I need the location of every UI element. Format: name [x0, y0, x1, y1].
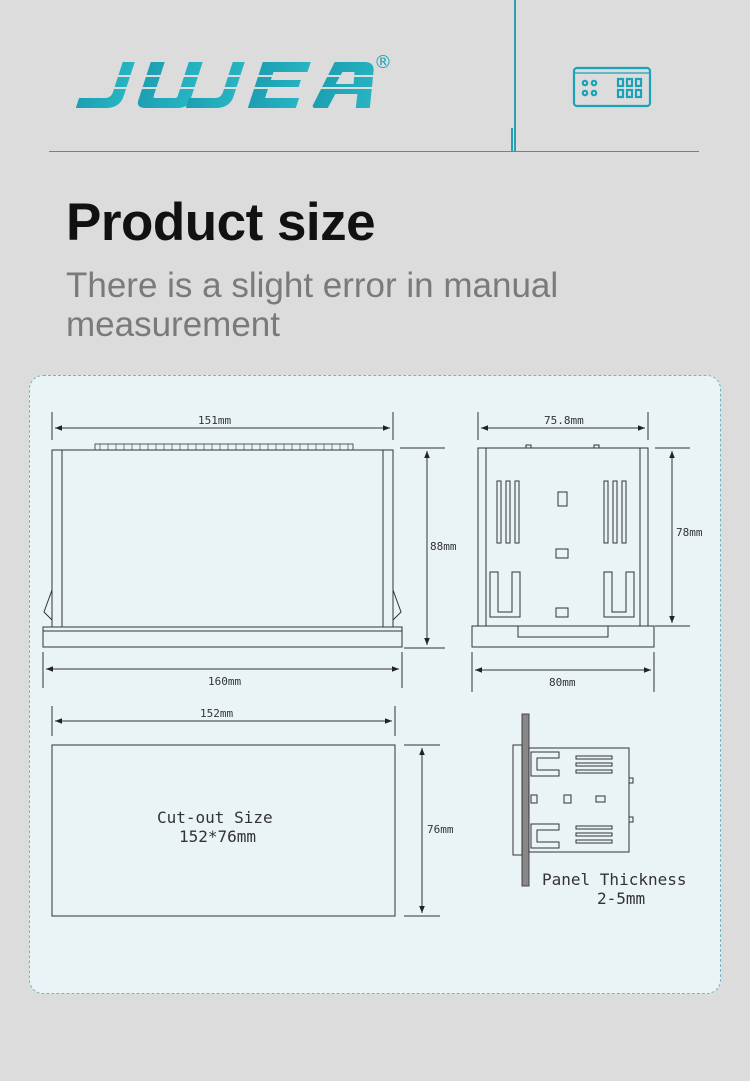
page-title: Product size	[66, 193, 376, 252]
jujea-logo: ®	[76, 52, 406, 108]
side-top-width-label: 75.8mm	[544, 414, 584, 427]
header-divider-vertical	[514, 0, 516, 152]
cutout-view	[51, 706, 440, 917]
header-divider-horizontal	[49, 151, 699, 152]
side-bottom-width-label: 80mm	[549, 676, 576, 689]
cutout-label-line2: 152*76mm	[179, 827, 256, 846]
panel-mount-view	[512, 713, 634, 887]
front-height-label: 88mm	[430, 540, 457, 553]
cutout-height-label: 76mm	[427, 823, 454, 836]
digital-display-device-icon	[572, 66, 652, 108]
page-subtitle: There is a slight error in manual measur…	[66, 266, 559, 344]
front-view	[42, 412, 445, 688]
cutout-width-label: 152mm	[200, 707, 233, 720]
side-height-label: 78mm	[676, 526, 703, 539]
panel-thickness-label-line2: 2-5mm	[597, 889, 645, 908]
front-bottom-width-label: 160mm	[208, 675, 241, 688]
drawing-panel	[29, 375, 721, 994]
cutout-label-line1: Cut-out Size	[157, 808, 273, 827]
side-view	[471, 412, 690, 692]
front-top-width-label: 151mm	[198, 414, 231, 427]
panel-thickness-label-line1: Panel Thickness	[542, 870, 687, 889]
header-divider-notch	[511, 128, 513, 152]
registered-mark: ®	[374, 52, 392, 73]
